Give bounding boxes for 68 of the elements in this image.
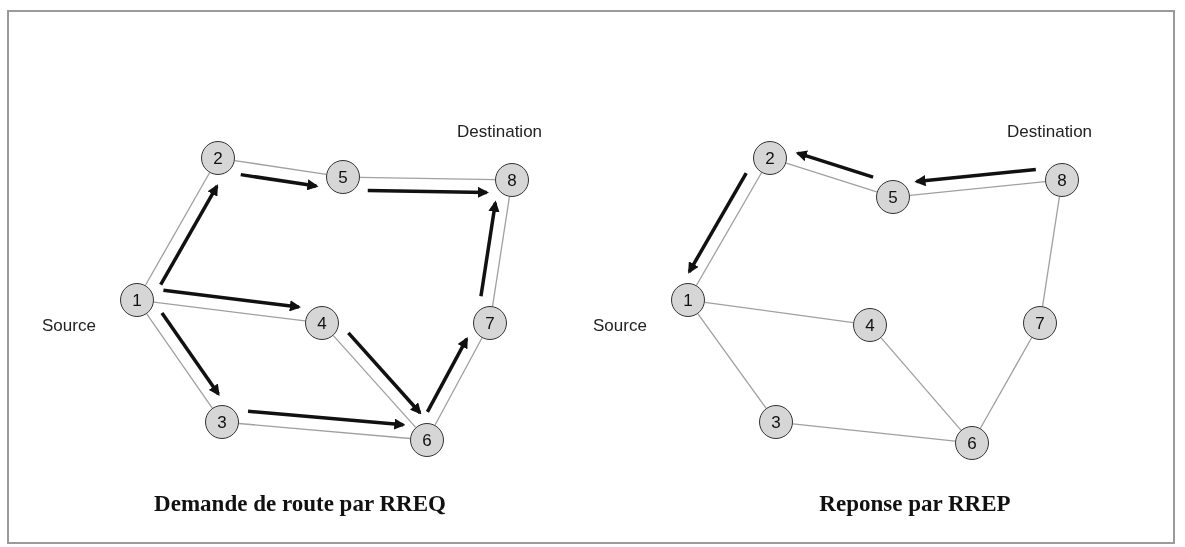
arrow (795, 150, 874, 179)
node-circle (205, 405, 239, 439)
arrow (159, 184, 219, 286)
node-circle (410, 423, 444, 457)
link-line (792, 423, 956, 442)
link-line (144, 172, 211, 286)
link-line (909, 181, 1046, 196)
caption: Demande de route par RREQ (154, 491, 446, 517)
arrow (367, 186, 489, 198)
caption: Reponse par RREP (819, 491, 1011, 517)
node-circle (853, 308, 887, 342)
node-number: 6 (967, 434, 977, 452)
link-line (785, 162, 878, 193)
node-number: 5 (888, 188, 898, 206)
node-label: Source (42, 316, 96, 336)
arrow (425, 336, 469, 413)
node-number: 6 (422, 431, 432, 449)
node-circle (326, 160, 360, 194)
node-label: Destination (457, 122, 543, 142)
link-line (697, 313, 767, 409)
node-number: 8 (507, 171, 517, 189)
node-number: 3 (771, 413, 781, 431)
arrow (247, 409, 406, 430)
link-line (434, 337, 483, 426)
arrow (687, 172, 748, 274)
link-line (332, 335, 417, 428)
node-number: 4 (317, 314, 327, 332)
arrow (240, 172, 319, 191)
link-line (979, 337, 1033, 429)
link-line (880, 337, 962, 431)
node-circle (1023, 306, 1057, 340)
arrow (479, 200, 500, 297)
node-circle (1045, 163, 1079, 197)
node-number: 1 (132, 291, 142, 309)
link-line (234, 159, 327, 176)
node-label: Destination (1007, 122, 1093, 142)
node-number: 7 (485, 314, 495, 332)
node-circle (305, 306, 339, 340)
arrow (914, 167, 1036, 187)
node-number: 2 (765, 149, 775, 167)
node-number: 4 (865, 316, 875, 334)
node-number: 8 (1057, 171, 1067, 189)
arrow (160, 312, 220, 396)
node-circle (473, 306, 507, 340)
link-line (704, 301, 854, 324)
node-circle (120, 283, 154, 317)
link-line (491, 196, 511, 307)
link-line (359, 176, 496, 181)
node-circle (955, 426, 989, 460)
node-circle (753, 141, 787, 175)
node-number: 3 (217, 413, 227, 431)
link-line (695, 172, 763, 286)
node-label: Source (593, 316, 647, 336)
node-number: 2 (213, 149, 223, 167)
node-number: 1 (683, 291, 693, 309)
node-circle (671, 283, 705, 317)
arrow (163, 288, 301, 312)
link-line (146, 313, 213, 409)
link-line (153, 301, 306, 322)
node-circle (759, 405, 793, 439)
node-circle (201, 141, 235, 175)
node-number: 7 (1035, 314, 1045, 332)
arrow (347, 331, 422, 415)
node-circle (495, 163, 529, 197)
node-number: 5 (338, 168, 348, 186)
link-line (1041, 196, 1061, 307)
node-circle (876, 180, 910, 214)
link-line (238, 422, 411, 440)
